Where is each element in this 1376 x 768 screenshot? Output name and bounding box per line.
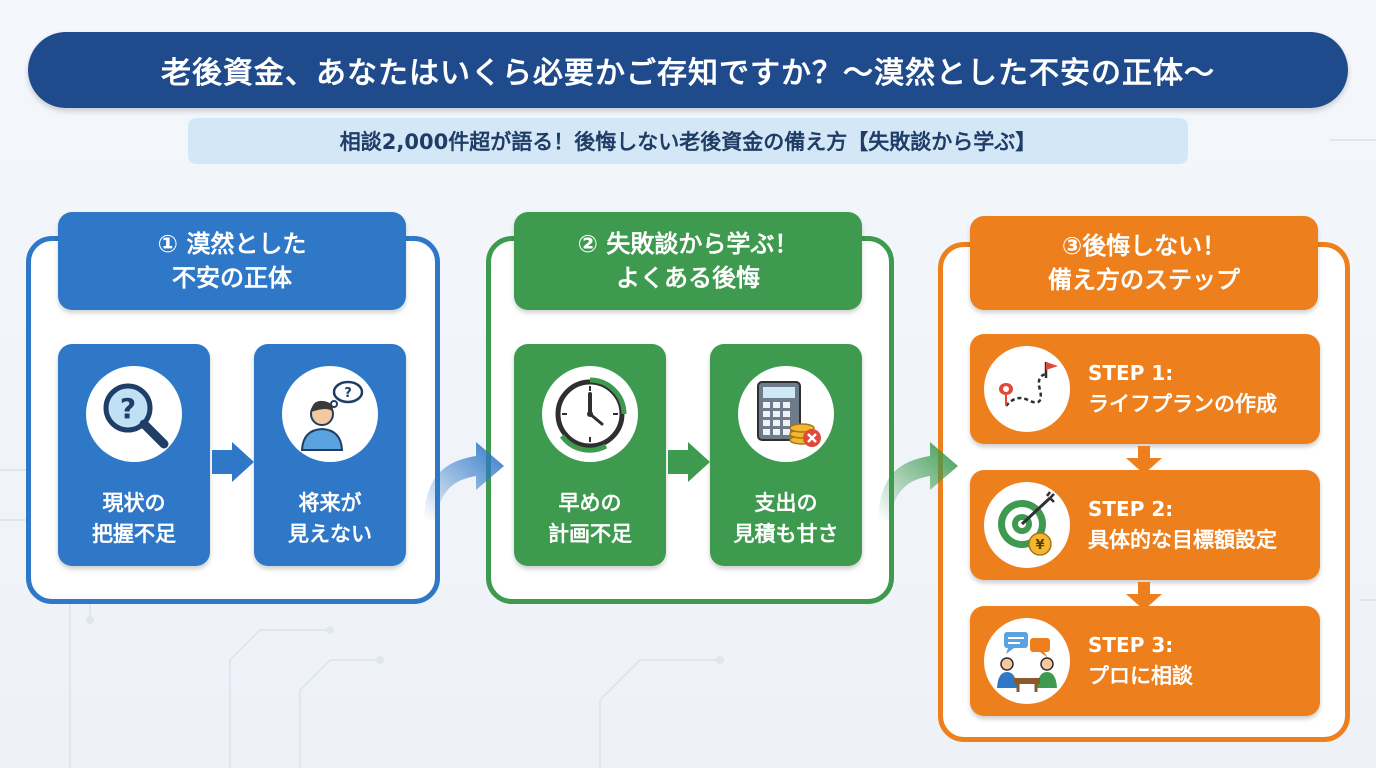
step-2: ¥ STEP 2: 具体的な目標額設定 bbox=[970, 470, 1320, 580]
card-label-line: 把握不足 bbox=[92, 522, 176, 546]
card-lack-of-awareness: ? 現状の 把握不足 bbox=[58, 344, 210, 566]
clock-icon bbox=[555, 377, 627, 453]
step-1: STEP 1: ライフプランの作成 bbox=[970, 334, 1320, 444]
card-early-planning-lack: 早めの 計画不足 bbox=[514, 344, 666, 566]
step-description: ライフプランの作成 bbox=[1088, 392, 1277, 416]
icon-circle bbox=[984, 346, 1070, 432]
card-label-line: 見えない bbox=[288, 522, 372, 546]
card-label-line: 現状の bbox=[102, 491, 166, 515]
step-3: STEP 3: プロに相談 bbox=[970, 606, 1320, 716]
card-label-line: 将来が bbox=[298, 491, 362, 515]
card-label-line: 早めの bbox=[558, 491, 622, 515]
card-label-line: 計画不足 bbox=[548, 522, 632, 546]
icon-circle bbox=[984, 618, 1070, 704]
step-number: STEP 3: bbox=[1088, 633, 1174, 657]
section-heading-line: よくある後悔 bbox=[616, 264, 760, 292]
magnifier-question-icon: ? bbox=[103, 383, 169, 449]
card-expense-estimate: 支出の 見積も甘さ bbox=[710, 344, 862, 566]
section-heading-steps: ③後悔しない！ 備え方のステップ bbox=[970, 216, 1318, 310]
section-heading-anxiety: ① 漠然とした 不安の正体 bbox=[58, 212, 406, 310]
section-heading-line: 備え方のステップ bbox=[1048, 266, 1240, 294]
step-description: プロに相談 bbox=[1088, 664, 1193, 688]
calculator-coins-icon bbox=[757, 381, 821, 447]
icon-circle: ¥ bbox=[984, 482, 1070, 568]
card-label-line: 支出の bbox=[754, 491, 818, 515]
icon-circle bbox=[738, 366, 834, 462]
section-heading-line: ② 失敗談から学ぶ！ bbox=[577, 230, 799, 258]
consultation-icon bbox=[997, 632, 1057, 692]
step-number: STEP 1: bbox=[1088, 361, 1174, 385]
section-heading-failures: ② 失敗談から学ぶ！ よくある後悔 bbox=[514, 212, 862, 310]
page-subtitle: 相談2,000件超が語る！後悔しない老後資金の備え方【失敗談から学ぶ】 bbox=[339, 130, 1037, 154]
card-label-line: 見積も甘さ bbox=[733, 522, 839, 546]
section-heading-line: ③後悔しない！ bbox=[1061, 232, 1227, 260]
title-banner: 老後資金、あなたはいくら必要かご存知ですか？〜漠然とした不安の正体〜 bbox=[28, 32, 1348, 108]
step-number: STEP 2: bbox=[1088, 497, 1174, 521]
svg-text:?: ? bbox=[120, 392, 136, 425]
section-heading-line: ① 漠然とした bbox=[157, 230, 307, 258]
svg-text:¥: ¥ bbox=[1035, 538, 1044, 553]
step-description: 具体的な目標額設定 bbox=[1088, 528, 1277, 552]
page-title: 老後資金、あなたはいくら必要かご存知ですか？〜漠然とした不安の正体〜 bbox=[161, 56, 1215, 91]
icon-circle: ? bbox=[282, 366, 378, 462]
worried-person-icon: ? bbox=[300, 380, 364, 451]
card-future-unclear: ? 将来が 見えない bbox=[254, 344, 406, 566]
target-yen-icon: ¥ bbox=[998, 491, 1055, 556]
section-heading-line: 不安の正体 bbox=[172, 264, 292, 292]
svg-text:?: ? bbox=[344, 386, 352, 401]
subtitle-banner: 相談2,000件超が語る！後悔しない老後資金の備え方【失敗談から学ぶ】 bbox=[188, 118, 1188, 164]
icon-circle bbox=[542, 366, 638, 462]
route-flag-icon bbox=[999, 362, 1058, 407]
icon-circle: ? bbox=[86, 366, 182, 462]
